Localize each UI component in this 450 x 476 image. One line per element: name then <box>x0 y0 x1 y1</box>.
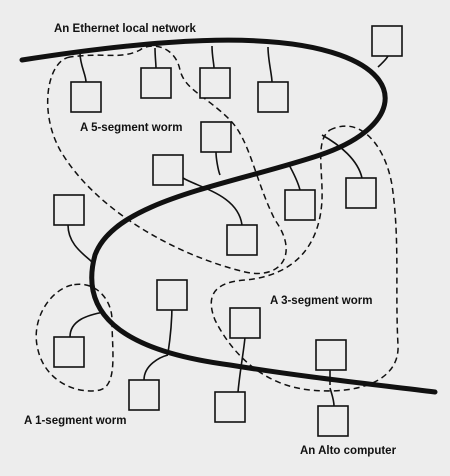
alto-node <box>128 379 160 411</box>
label-alto-computer: An Alto computer <box>300 445 397 457</box>
alto-node <box>214 391 246 423</box>
worm-5-segment-outline <box>46 45 287 275</box>
alto-node <box>315 339 347 371</box>
label-5-segment-worm: A 5-segment worm <box>80 122 182 134</box>
alto-node <box>140 67 172 99</box>
label-3-segment-worm: A 3-segment worm <box>270 295 372 307</box>
drop-line <box>211 45 215 69</box>
alto-node <box>317 405 349 437</box>
drop-line <box>182 177 243 226</box>
alto-node <box>284 189 316 221</box>
alto-node <box>156 279 188 311</box>
label-ethernet-network: An Ethernet local network <box>54 23 196 35</box>
label-1-segment-worm: A 1-segment worm <box>24 415 126 427</box>
alto-node <box>371 25 403 57</box>
alto-node <box>257 81 289 113</box>
drop-line <box>154 47 157 69</box>
drop-line <box>143 354 169 381</box>
drop-line <box>267 46 273 83</box>
alto-node <box>200 121 232 153</box>
alto-node <box>229 307 261 339</box>
alto-node <box>199 67 231 99</box>
alto-node <box>53 194 85 226</box>
alto-node <box>53 336 85 368</box>
drop-line <box>377 55 389 68</box>
alto-node <box>345 177 377 209</box>
worm-1-segment-outline <box>35 283 114 392</box>
drop-line <box>321 134 363 179</box>
drop-line <box>79 52 87 83</box>
drop-line <box>287 162 301 191</box>
drop-line <box>69 311 105 338</box>
worm-3-segment-outline <box>210 125 399 392</box>
drop-line <box>215 151 221 176</box>
drop-line <box>67 224 93 263</box>
drop-line <box>329 387 335 407</box>
drop-line <box>167 303 173 354</box>
alto-node <box>70 81 102 113</box>
drop-line <box>237 336 246 393</box>
alto-node <box>152 154 184 186</box>
alto-node <box>226 224 258 256</box>
